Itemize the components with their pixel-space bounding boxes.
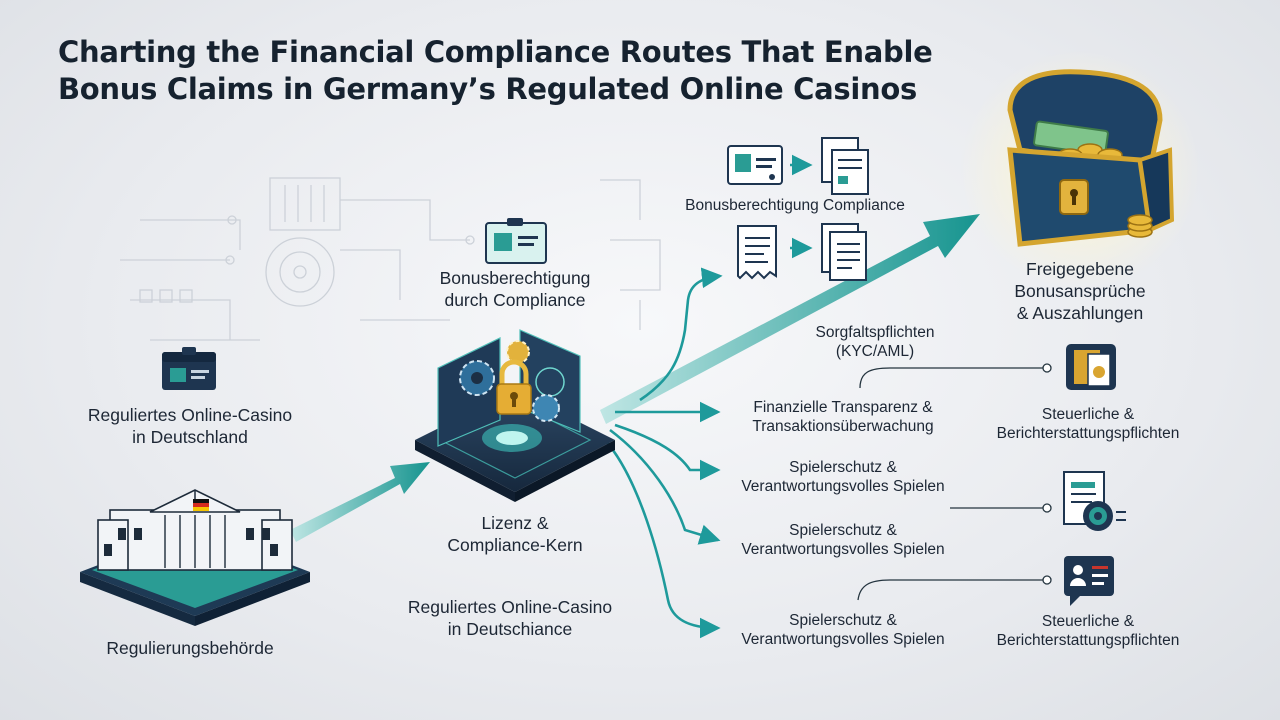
german-flag-icon [193,490,209,511]
arrow-authority-to-core [290,462,430,542]
page-title: Charting the Financial Compliance Routes… [58,34,933,108]
profile-card-icon [727,145,783,185]
payout-label: Freigegebene Bonusansprüche & Auszahlung… [1014,259,1146,323]
casino-top-label: Reguliertes Online-Casino in Deutschland [87,405,293,447]
document-icon [821,223,867,281]
tax-reporting-label-2: Steuerliche & Berichterstattungspflichte… [996,613,1180,649]
thin-connectors [857,367,1045,601]
lock-icon [496,359,532,415]
arrow-core-to-payout [600,214,980,424]
casino-bottom-label: Reguliertes Online-Casino in Deutschianc… [407,597,613,639]
eligibility-center-label: Bonusberechtigung durch Compliance [439,268,591,310]
profile-card-icon [1064,556,1114,606]
player-protection-label-2: Spielerschutz & Verantwortungsvolles Spi… [741,522,945,558]
player-protection-label-1: Spielerschutz & Verantwortungsvolles Spi… [741,459,945,495]
branch-connectors [604,154,813,639]
player-protection-label-3: Spielerschutz & Verantwortungsvolles Spi… [741,612,945,648]
receipt-icon [737,225,777,280]
coin-icon [1127,214,1153,238]
gear-icon [459,340,560,422]
authority-label: Regulierungsbehörde [106,638,274,658]
tax-reporting-label-1: Steuerliche & Berichterstattungspflichte… [996,406,1180,442]
transparency-label: Finanzielle Transparenz & Transaktionsüb… [752,399,934,435]
kyc-label: Sorgfaltspflichten (KYC/AML) [815,324,935,360]
building-icon [80,489,310,626]
eligibility-top-label: Bonusberechtigung Compliance [685,197,905,214]
title-line-2: Bonus Claims in Germany’s Regulated Onli… [58,72,917,106]
id-card-icon [162,347,216,390]
treasure-chest-icon [1007,69,1175,247]
core-label: Lizenz & Compliance-Kern [447,513,583,555]
document-icon [1063,471,1126,531]
circuit-background [120,177,661,341]
document-icon [821,137,869,195]
title-line-1: Charting the Financial Compliance Routes… [58,35,933,69]
receipt-icon [1066,344,1116,390]
id-card-icon [485,218,547,264]
